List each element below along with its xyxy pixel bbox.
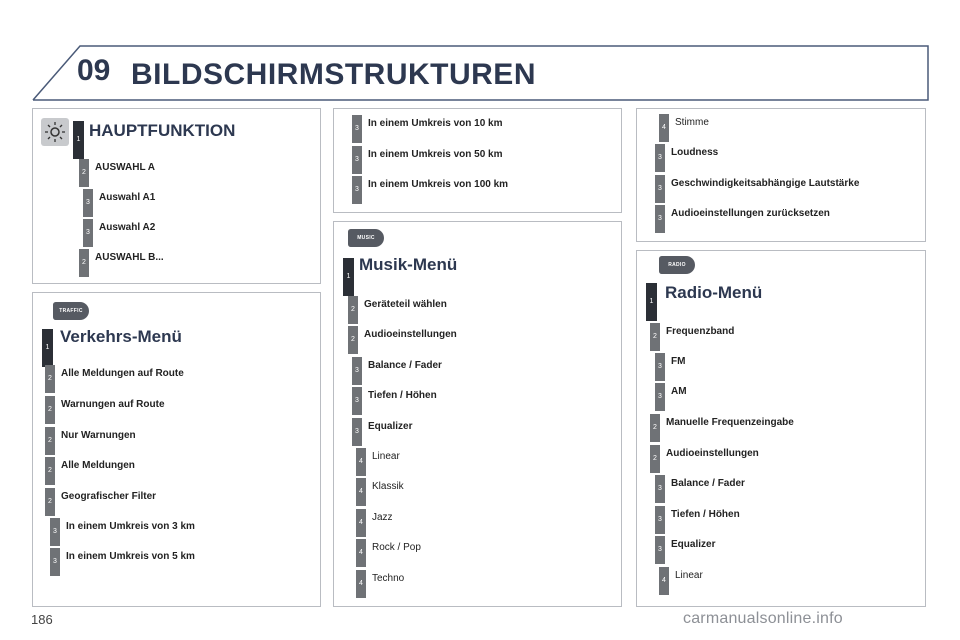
list-item-label: Klassik (372, 481, 404, 492)
list-item-label: Audioeinstellungen zurücksetzen (671, 208, 830, 219)
level-marker: 4 (356, 570, 366, 598)
level-marker: 3 (352, 387, 362, 415)
list-item-label: Alle Meldungen (61, 460, 135, 471)
panel-hauptfunktion: 1 HAUPTFUNKTION 2 AUSWAHL A 3 Auswahl A1… (32, 108, 321, 284)
list-item-label: Jazz (372, 512, 393, 523)
section-title: Musik-Menü (359, 255, 458, 274)
chapter-number: 09 (77, 54, 111, 87)
level-marker: 3 (352, 115, 362, 143)
list-item-label: Linear (372, 451, 400, 462)
list-item-label: FM (671, 356, 686, 367)
level-marker: 4 (356, 448, 366, 476)
list-item-label: Geografischer Filter (61, 491, 157, 502)
section-title: Radio-Menü (665, 283, 763, 302)
section-title: HAUPTFUNKTION (89, 121, 236, 140)
radio-icon: RADIO (659, 256, 695, 274)
level-marker: 3 (50, 518, 60, 546)
level-marker: 3 (655, 383, 665, 411)
list-item-label: Auswahl A2 (99, 222, 156, 233)
list-item-label: Auswahl A1 (99, 192, 156, 203)
level-marker: 3 (352, 146, 362, 174)
page-number: 186 (31, 612, 53, 627)
list-item-label: Tiefen / Höhen (671, 509, 740, 520)
level-marker: 2 (45, 488, 55, 516)
list-item-label: In einem Umkreis von 3 km (66, 521, 195, 532)
panel-verkehr: TRAFFIC 1 Verkehrs-Menü 2 Alle Meldungen… (32, 292, 321, 607)
level-marker: 3 (352, 357, 362, 385)
level-marker: 3 (655, 175, 665, 203)
list-item-label: Linear (675, 570, 703, 581)
list-item-label: Rock / Pop (372, 542, 421, 553)
list-item-label: Frequenzband (666, 326, 735, 337)
watermark: carmanualsonline.info (683, 610, 843, 627)
list-item-label: AUSWAHL A (95, 162, 155, 173)
panel-umkreis: 3 In einem Umkreis von 10 km 3 In einem … (333, 108, 622, 213)
level-marker: 4 (659, 114, 669, 142)
level-marker: 3 (83, 189, 93, 217)
list-item-label: Techno (372, 573, 405, 584)
level-marker: 3 (655, 205, 665, 233)
list-item-label: Geräteteil wählen (364, 299, 447, 310)
level-marker: 2 (79, 249, 89, 277)
level-marker: 2 (650, 323, 660, 351)
level-marker: 2 (45, 365, 55, 393)
list-item-label: Loudness (671, 147, 719, 158)
panel-radio: RADIO 1 Radio-Menü 2 Frequenzband 3 FM 3… (636, 250, 926, 607)
level-marker: 2 (348, 326, 358, 354)
level-marker: 3 (655, 144, 665, 172)
page-title: BILDSCHIRMSTRUKTUREN (131, 58, 536, 91)
level-marker: 4 (356, 509, 366, 537)
music-icon: MUSIC (348, 229, 384, 247)
list-item-label: Balance / Fader (368, 360, 442, 371)
level-marker: 1 (343, 258, 354, 296)
level-marker: 2 (650, 414, 660, 442)
traffic-icon: TRAFFIC (53, 302, 89, 320)
panel-musik: MUSIC 1 Musik-Menü 2 Geräteteil wählen 2… (333, 221, 622, 607)
level-marker: 3 (352, 418, 362, 446)
level-marker: 3 (352, 176, 362, 204)
level-marker: 2 (45, 457, 55, 485)
panel-stimme: 4 Stimme 3 Loudness 3 Geschwindigkeitsab… (636, 108, 926, 242)
level-marker: 3 (655, 475, 665, 503)
list-item-label: In einem Umkreis von 100 km (368, 179, 509, 190)
section-title: Verkehrs-Menü (60, 327, 182, 346)
list-item-label: In einem Umkreis von 50 km (368, 149, 503, 160)
level-marker: 3 (50, 548, 60, 576)
level-marker: 4 (356, 539, 366, 567)
level-marker: 4 (356, 478, 366, 506)
list-item-label: Nur Warnungen (61, 430, 136, 441)
level-marker: 4 (659, 567, 669, 595)
level-marker: 1 (73, 121, 84, 159)
level-marker: 2 (79, 159, 89, 187)
list-item-label: Tiefen / Höhen (368, 390, 437, 401)
list-item-label: Equalizer (368, 421, 413, 432)
list-item-label: AUSWAHL B... (95, 252, 164, 263)
level-marker: 1 (646, 283, 657, 321)
list-item-label: Balance / Fader (671, 478, 745, 489)
header-frame (32, 45, 929, 101)
level-marker: 3 (655, 506, 665, 534)
level-marker: 2 (45, 396, 55, 424)
list-item-label: In einem Umkreis von 10 km (368, 118, 503, 129)
list-item-label: Stimme (675, 117, 709, 128)
brightness-icon (41, 118, 69, 146)
level-marker: 2 (348, 296, 358, 324)
level-marker: 3 (655, 536, 665, 564)
level-marker: 3 (655, 353, 665, 381)
list-item-label: Warnungen auf Route (61, 399, 165, 410)
list-item-label: In einem Umkreis von 5 km (66, 551, 195, 562)
level-marker: 2 (45, 427, 55, 455)
list-item-label: Equalizer (671, 539, 716, 550)
list-item-label: Manuelle Frequenzeingabe (666, 417, 794, 428)
list-item-label: Geschwindigkeitsabhängige Lautstärke (671, 178, 860, 189)
level-marker: 3 (83, 219, 93, 247)
list-item-label: AM (671, 386, 687, 397)
level-marker: 1 (42, 329, 53, 367)
list-item-label: Alle Meldungen auf Route (61, 368, 184, 379)
list-item-label: Audioeinstellungen (666, 448, 759, 459)
level-marker: 2 (650, 445, 660, 473)
list-item-label: Audioeinstellungen (364, 329, 457, 340)
